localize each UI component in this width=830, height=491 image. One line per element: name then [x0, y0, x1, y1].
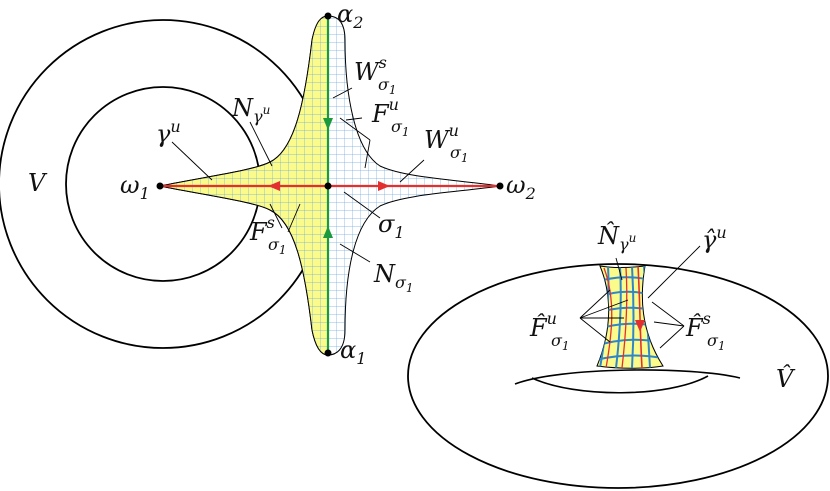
point-alpha1	[324, 349, 332, 357]
unstable-arrow-left	[268, 181, 280, 191]
leader-lines-right	[579, 245, 701, 349]
label-alpha2: α2	[337, 0, 363, 32]
label-gamma-u: γu	[156, 117, 181, 148]
band-n-hat-fill	[596, 265, 664, 369]
label-V: V	[28, 169, 48, 197]
label-N-hat-gamma-u: N̂γu	[597, 222, 636, 254]
torus-vhat-hole-upper	[531, 375, 709, 394]
label-N-gamma-u: Nγu	[231, 94, 270, 126]
label-gamma-hat-u: γ̂u	[702, 223, 727, 254]
label-sigma1: σ1	[378, 210, 405, 242]
label-N-sigma1: Nσ1	[373, 260, 414, 295]
label-alpha1: α1	[340, 336, 366, 368]
stable-arrow-top	[323, 118, 333, 130]
point-omega2	[496, 182, 504, 190]
yellow-neighborhood-outline	[159, 15, 329, 356]
torus-vhat-hole-lower	[514, 369, 741, 385]
point-sigma1	[324, 182, 332, 190]
stable-arrow-bottom	[323, 226, 333, 238]
point-omega1	[156, 182, 164, 190]
unstable-arrow-right	[378, 181, 390, 191]
point-alpha2	[324, 12, 332, 20]
leader-lines-left	[171, 87, 425, 263]
band-red-arrow	[635, 320, 645, 332]
label-omega2: ω2	[506, 171, 536, 203]
label-V-hat: V̂	[776, 365, 796, 393]
label-omega1: ω1	[120, 171, 150, 203]
